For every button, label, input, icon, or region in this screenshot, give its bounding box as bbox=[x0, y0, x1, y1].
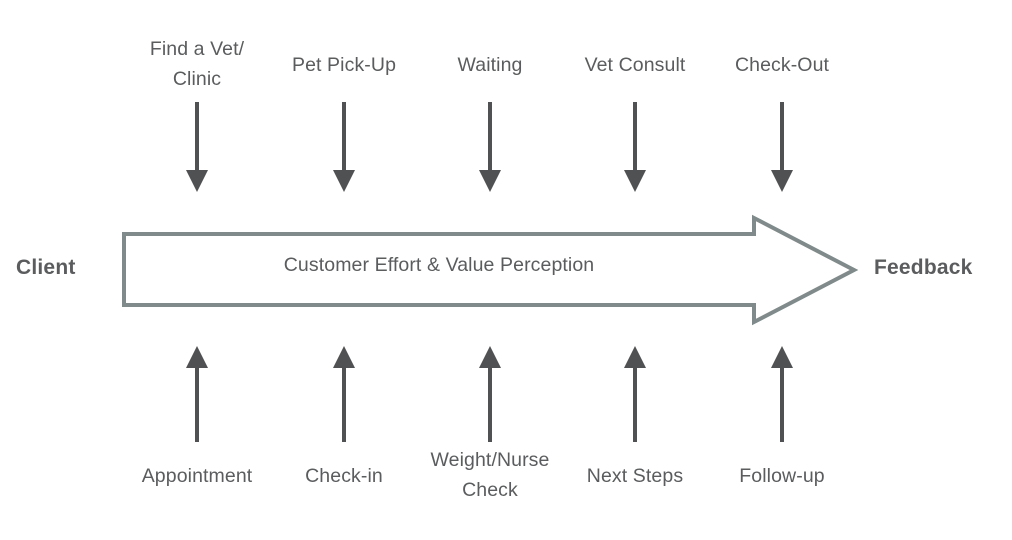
bottom-stage-label-2: Check-in bbox=[305, 465, 383, 487]
arrow-up-icon bbox=[623, 346, 647, 442]
arrow-up-icon bbox=[478, 346, 502, 442]
arrow-down-icon bbox=[332, 102, 356, 192]
bottom-stage-label-3: Weight/Nurse Check bbox=[430, 449, 550, 501]
top-stage-label-3: Waiting bbox=[457, 54, 523, 76]
arrow-down-icon bbox=[478, 102, 502, 192]
arrow-down-icon bbox=[185, 102, 209, 192]
band-caption: Customer Effort & Value Perception bbox=[283, 254, 595, 276]
bottom-stage-label-1: Appointment bbox=[141, 465, 253, 487]
arrow-down-icon bbox=[770, 102, 794, 192]
top-stage-label-1: Find a Vet/ Clinic bbox=[149, 38, 245, 90]
bottom-stage-label-5: Follow-up bbox=[739, 465, 825, 487]
arrow-up-icon bbox=[770, 346, 794, 442]
start-label: Client bbox=[16, 256, 76, 279]
top-stage-label-4: Vet Consult bbox=[584, 54, 686, 76]
right-block-arrow-icon bbox=[118, 212, 860, 328]
arrow-up-icon bbox=[332, 346, 356, 442]
bottom-stage-label-4: Next Steps bbox=[586, 465, 684, 487]
arrow-up-icon bbox=[185, 346, 209, 442]
end-label: Feedback bbox=[874, 256, 973, 279]
arrow-down-icon bbox=[623, 102, 647, 192]
top-stage-label-5: Check-Out bbox=[734, 54, 830, 76]
top-stage-label-2: Pet Pick-Up bbox=[291, 54, 397, 76]
